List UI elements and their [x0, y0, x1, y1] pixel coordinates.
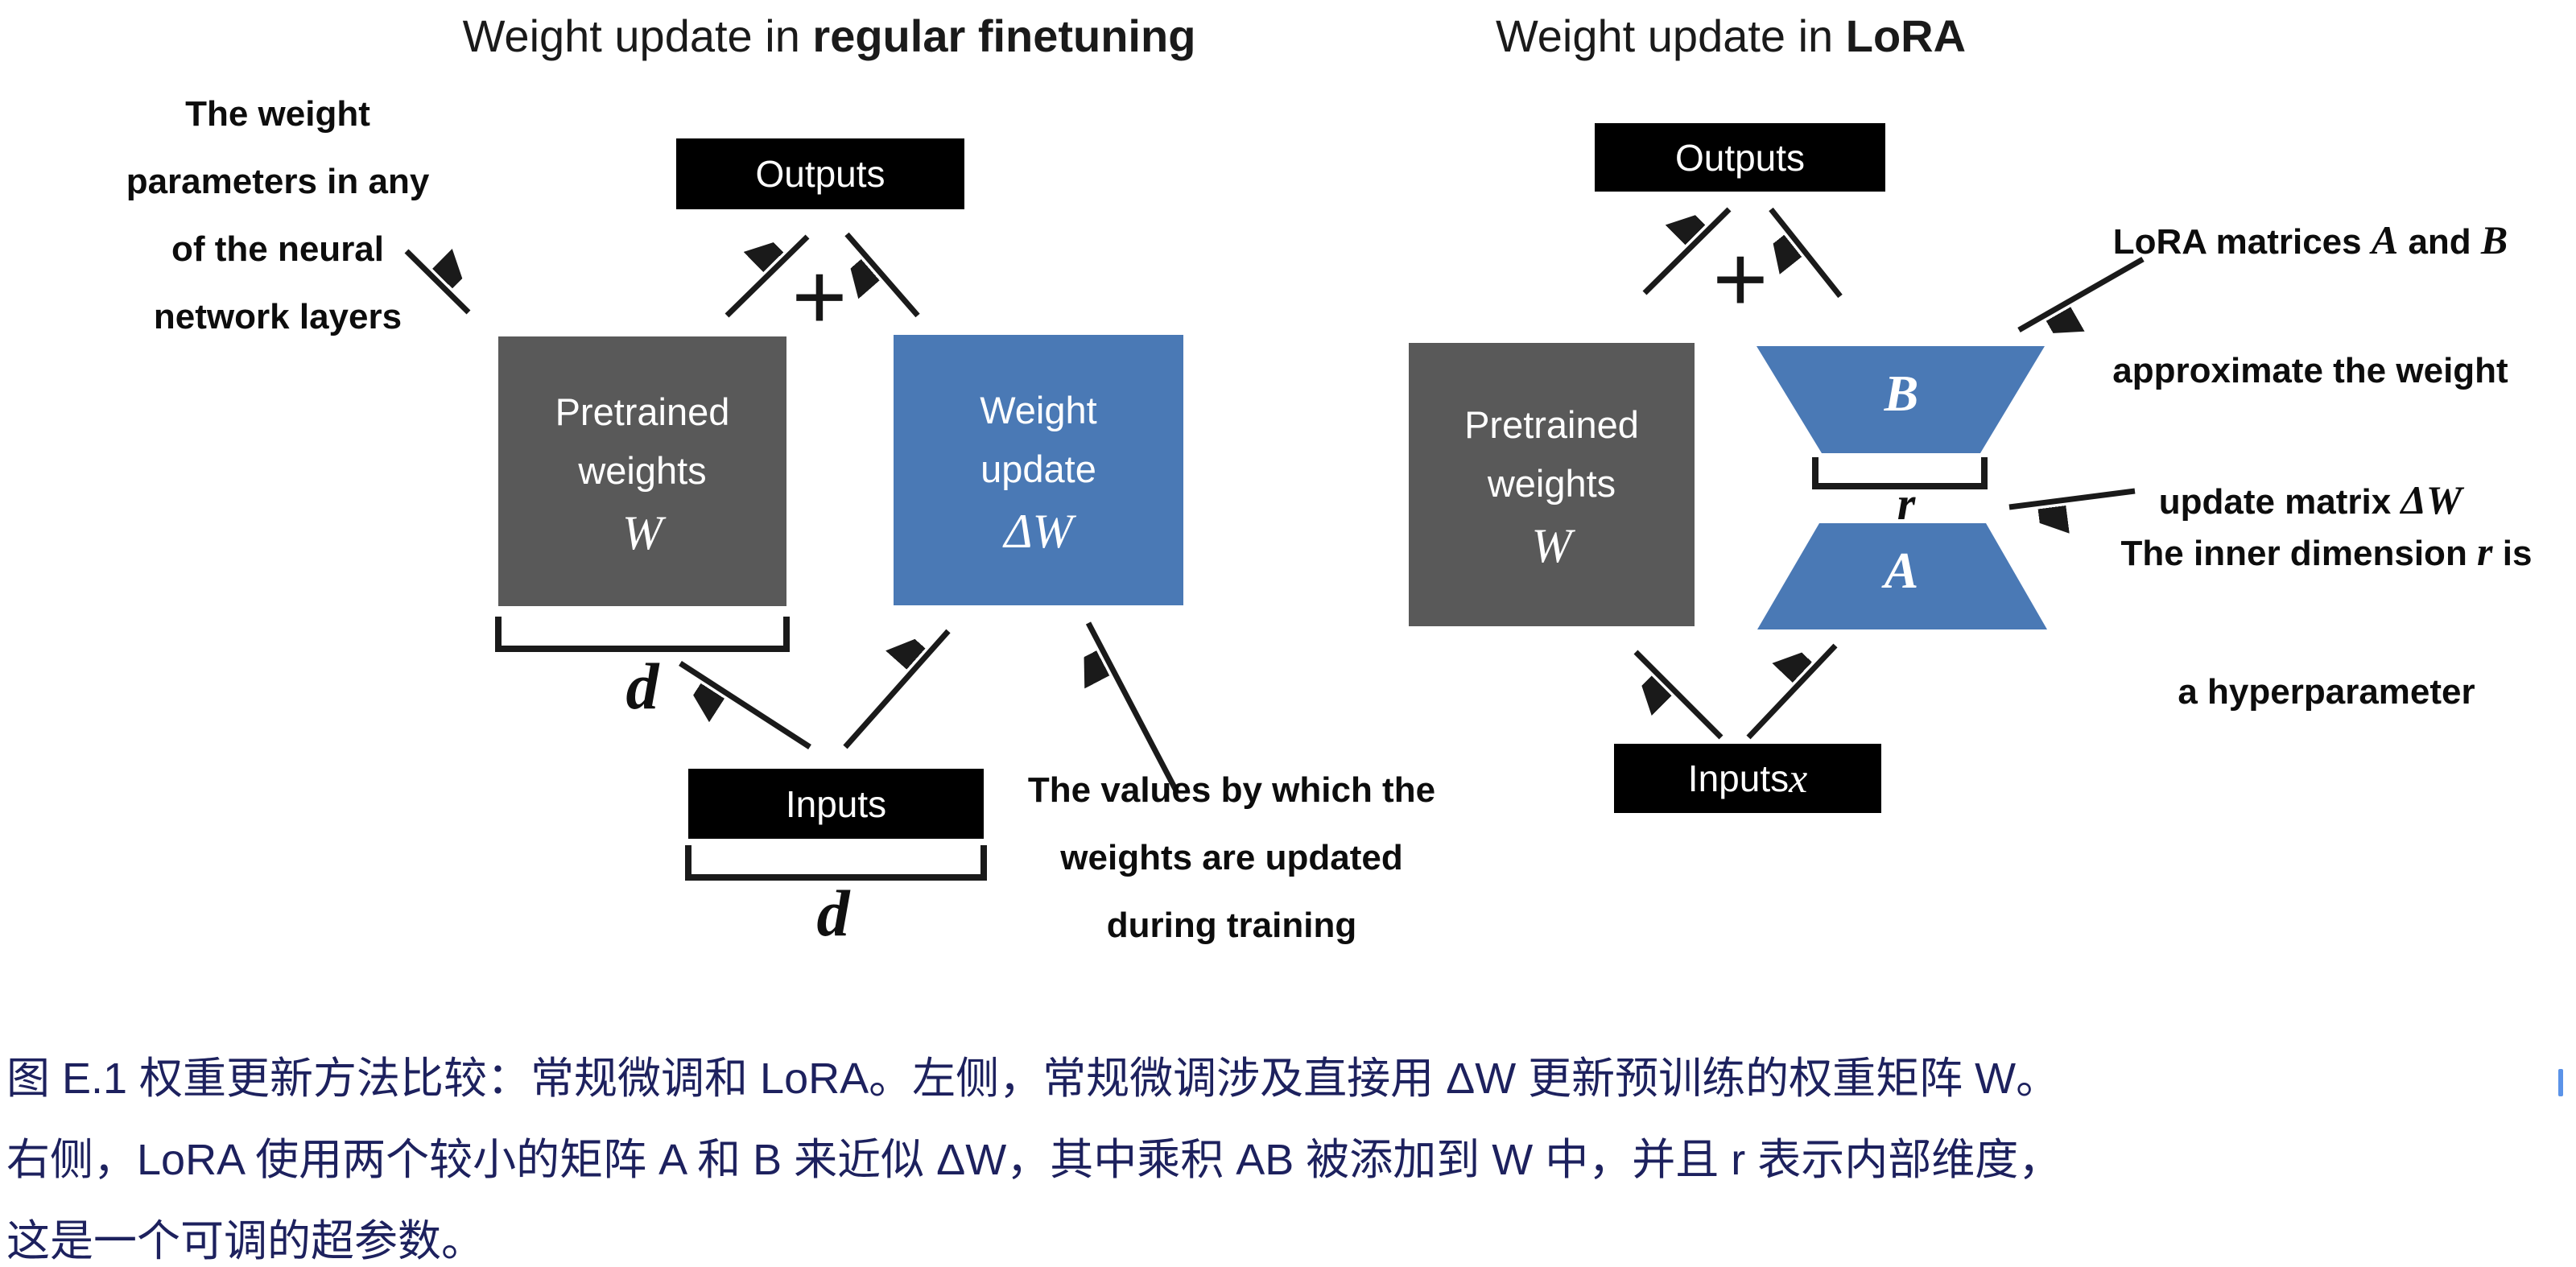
arrow-inputs-to-matrix-a	[1746, 646, 1838, 740]
caption-line1: 图 E.1 权重更新方法比较：常规微调和 LoRA。左侧，常规微调涉及直接用 Δ…	[6, 1054, 2060, 1103]
rank-r-label: r	[1897, 477, 1916, 530]
arrow-inputs-to-pretrained-right	[1636, 650, 1724, 740]
weight-parameters-note: The weight parameters in any of the neur…	[126, 94, 430, 336]
arrow-note-to-matrix-b	[2017, 256, 2145, 330]
matrix-a-trapezoid	[1757, 523, 2047, 629]
lora-note-line2: approximate the weight	[2112, 351, 2508, 390]
pretrained-weights-text-right: Pretrained weights	[1464, 403, 1639, 505]
right-title-prefix: Weight update in	[1495, 10, 1846, 61]
pretrained-weights-box-left: Pretrained weights W	[498, 336, 786, 606]
pretrained-weights-box-right: Pretrained weights W	[1409, 343, 1695, 626]
matrix-a-label: A	[1884, 542, 1919, 599]
arrow-pretrained-to-outputs-right	[1642, 209, 1732, 295]
weight-update-symbol: ΔW	[1004, 505, 1073, 558]
arrow-inputs-to-update-left	[843, 629, 951, 749]
figure-caption: 图 E.1 权重更新方法比较：常规微调和 LoRA。左侧，常规微调涉及直接用 Δ…	[6, 1038, 2574, 1267]
inner-dimension-note: The inner dimension r is a hyperparamete…	[2093, 448, 2560, 796]
inputs-label-right: Inputs	[1687, 757, 1790, 799]
right-panel-title: Weight update in LoRA	[1409, 10, 2053, 62]
values-updated-note: The values by which the weights are upda…	[1027, 770, 1436, 945]
plus-sign-left: +	[791, 244, 848, 350]
matrix-b-label: B	[1884, 365, 1919, 422]
pretrained-weights-symbol-left: W	[622, 506, 663, 559]
left-title-emphasis: regular finetuning	[812, 10, 1196, 61]
dim-d-label-inputs: d	[816, 877, 850, 950]
arrow-pretrained-to-outputs-left	[724, 237, 810, 318]
right-title-emphasis: LoRA	[1845, 10, 1967, 61]
inputs-label-left: Inputs	[785, 782, 887, 825]
inner-dim-line1: The inner dimension r is	[2093, 517, 2560, 588]
inner-dim-l1c: is	[2492, 534, 2533, 573]
weight-update-text: Weight update	[980, 389, 1097, 490]
dim-d-label-weights: d	[625, 650, 659, 723]
arrow-ab-to-outputs-right	[1771, 207, 1843, 299]
outputs-label-left: Outputs	[755, 153, 886, 195]
outputs-box-right: Outputs	[1595, 123, 1885, 192]
arrow-update-to-outputs-left	[847, 232, 920, 318]
inputs-x-symbol: x	[1789, 755, 1808, 802]
outputs-label-right: Outputs	[1674, 136, 1806, 179]
plus-sign-right: +	[1712, 226, 1769, 332]
left-panel-title: Weight update in regular finetuning	[427, 10, 1232, 62]
matrix-b-trapezoid	[1757, 346, 2045, 453]
left-title-prefix: Weight update in	[462, 10, 813, 61]
lora-note-l1c: and	[2398, 222, 2481, 262]
lora-note-matrix-b: B	[2480, 217, 2508, 262]
arrow-note-to-update-left	[1088, 621, 1180, 794]
arrow-inputs-to-pretrained-left	[679, 661, 811, 749]
inputs-box-right: Inputs x	[1614, 744, 1881, 813]
caption-line2: 右侧，LoRA 使用两个较小的矩阵 A 和 B 来近似 ΔW，其中乘积 AB 被…	[6, 1136, 2062, 1184]
pretrained-weights-symbol-right: W	[1531, 519, 1572, 572]
arrow-note-to-pretrained-left	[404, 251, 469, 315]
text-cursor	[2558, 1069, 2563, 1096]
lora-matrices-note: LoRA matrices A and B approximate the we…	[2085, 143, 2536, 599]
lora-note-delta-w: ΔW	[2401, 477, 2462, 522]
inner-dim-l1a: The inner dimension	[2120, 534, 2478, 573]
outputs-box-left: Outputs	[676, 138, 964, 209]
weight-update-box: Weight update ΔW	[894, 335, 1183, 605]
pretrained-weights-text-left: Pretrained weights	[555, 390, 730, 492]
lora-note-line1: LoRA matrices A and B	[2085, 208, 2536, 274]
lora-note-l3a: update matrix	[2158, 482, 2401, 522]
inputs-box-left: Inputs	[688, 769, 984, 839]
inner-dim-r-symbol: r	[2477, 529, 2493, 574]
bracket-d-inputs-left	[685, 845, 987, 881]
inner-dim-line2: a hyperparameter	[2178, 672, 2475, 712]
lora-note-l1a: LoRA matrices	[2112, 222, 2372, 262]
bracket-d-pretrained-left	[495, 617, 790, 652]
lora-note-matrix-a: A	[2371, 217, 2399, 262]
arrow-note-to-rank-r	[2008, 488, 2136, 507]
bracket-rank-r	[1812, 457, 1988, 489]
caption-line3: 这是一个可调的超参数。	[6, 1217, 485, 1265]
lora-note-line3: update matrix ΔW	[2085, 468, 2536, 534]
